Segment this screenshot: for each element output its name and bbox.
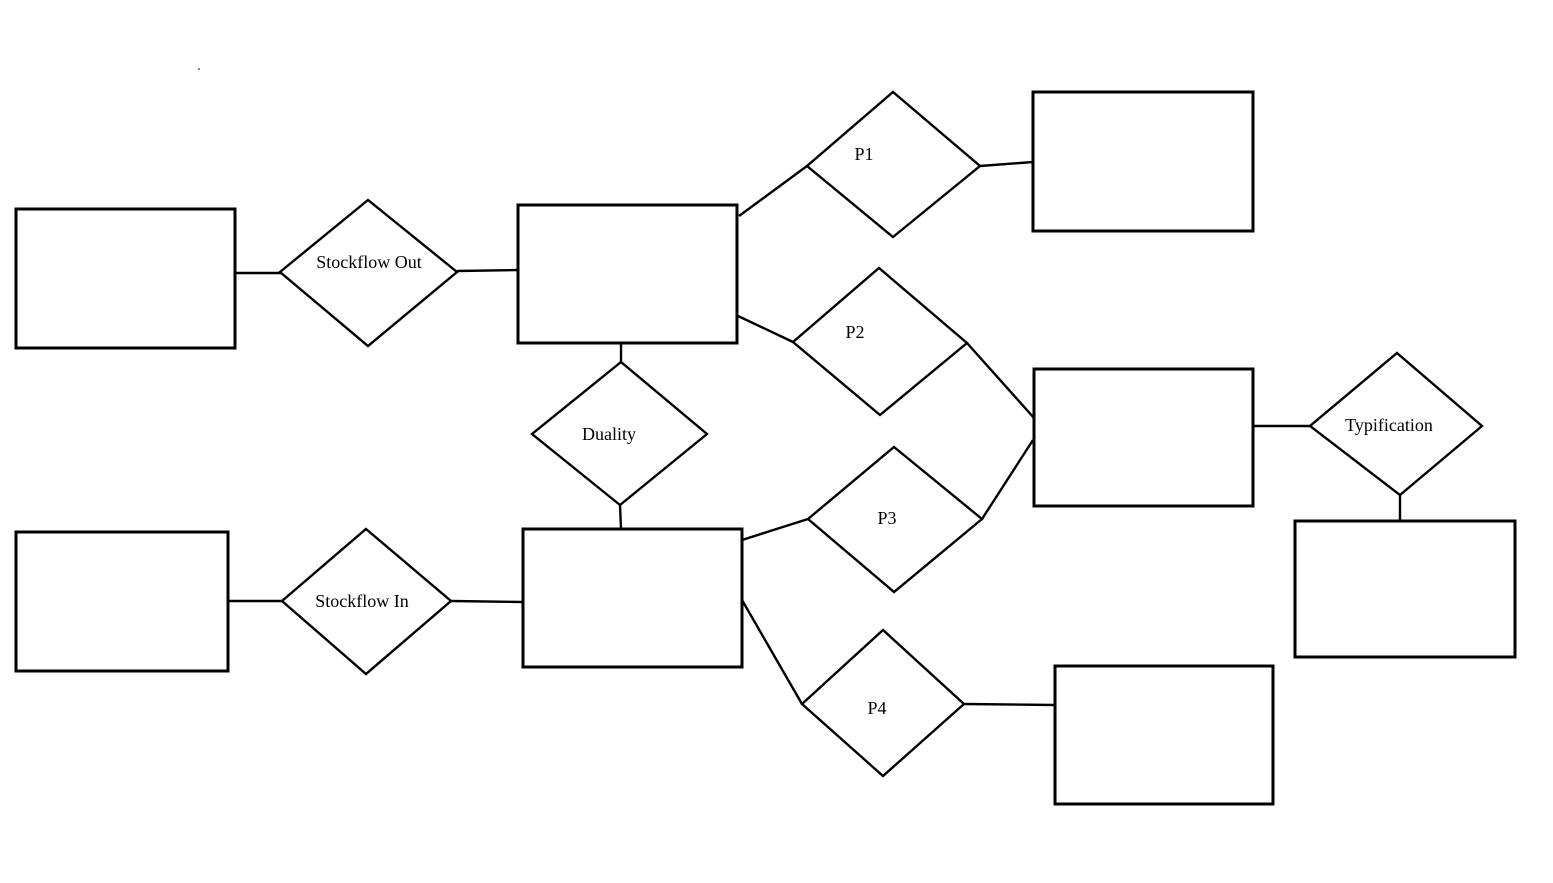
p2-diamond[interactable] (791, 266, 969, 417)
entity-top-right[interactable] (1031, 90, 1255, 233)
connector-stockflowout-to-centertop (456, 268, 519, 273)
entity-top-left[interactable] (14, 207, 237, 350)
duality-label: Duality (582, 424, 636, 444)
relationship-p4: P4 (800, 628, 966, 778)
connector-centerbottom-to-p3 (741, 517, 809, 542)
typification-diamond[interactable] (1308, 351, 1484, 497)
connector-centertop-to-p2 (737, 314, 794, 344)
connector-duality-to-centerbottom (618, 504, 623, 530)
p1-diamond[interactable] (805, 90, 982, 239)
relationship-stockflow-out: Stockflow Out (278, 198, 459, 348)
stray-dot (198, 68, 200, 70)
p1-label: P1 (854, 144, 873, 164)
p3-label: P3 (877, 508, 896, 528)
stockflow-in-label: Stockflow In (315, 591, 409, 611)
entity-bottom-left[interactable] (14, 530, 230, 673)
entity-center-top[interactable] (516, 203, 739, 345)
connector-p4-to-bottomright (963, 702, 1056, 707)
relationship-duality: Duality (530, 360, 709, 507)
duality-diamond[interactable] (530, 360, 709, 507)
relationship-p2: P2 (791, 266, 969, 417)
stockflow-in-diamond[interactable] (280, 527, 453, 676)
connector-p2-to-rightmiddle (966, 342, 1035, 419)
p4-diamond[interactable] (800, 628, 966, 778)
entity-typified[interactable] (1293, 519, 1517, 659)
connector-centerbottom-to-p4 (740, 599, 804, 705)
stockflow-out-label: Stockflow Out (316, 252, 422, 272)
entity-bottom-right[interactable] (1053, 664, 1275, 806)
connector-stockflowin-to-centerbottom (450, 599, 524, 604)
entity-layer (14, 90, 1517, 806)
connector-p3-to-rightmiddle (980, 439, 1035, 520)
relationship-stockflow-in: Stockflow In (280, 527, 453, 676)
relationship-p1: P1 (805, 90, 982, 239)
relationship-typification: Typification (1308, 351, 1484, 497)
relationship-layer: Stockflow Out P1 P2 Duality P3 Stockflow (278, 90, 1484, 778)
connector-centertop-to-p1 (738, 165, 808, 217)
p4-label: P4 (867, 698, 886, 718)
stockflow-out-diamond[interactable] (278, 198, 459, 348)
entity-right-middle[interactable] (1032, 367, 1255, 508)
relationship-p3: P3 (806, 445, 984, 594)
p2-label: P2 (845, 322, 864, 342)
typification-label: Typification (1345, 415, 1433, 435)
connector-layer (227, 160, 1402, 707)
entity-center-bottom[interactable] (521, 527, 744, 669)
p3-diamond[interactable] (806, 445, 984, 594)
connector-p1-to-topright (979, 160, 1034, 168)
